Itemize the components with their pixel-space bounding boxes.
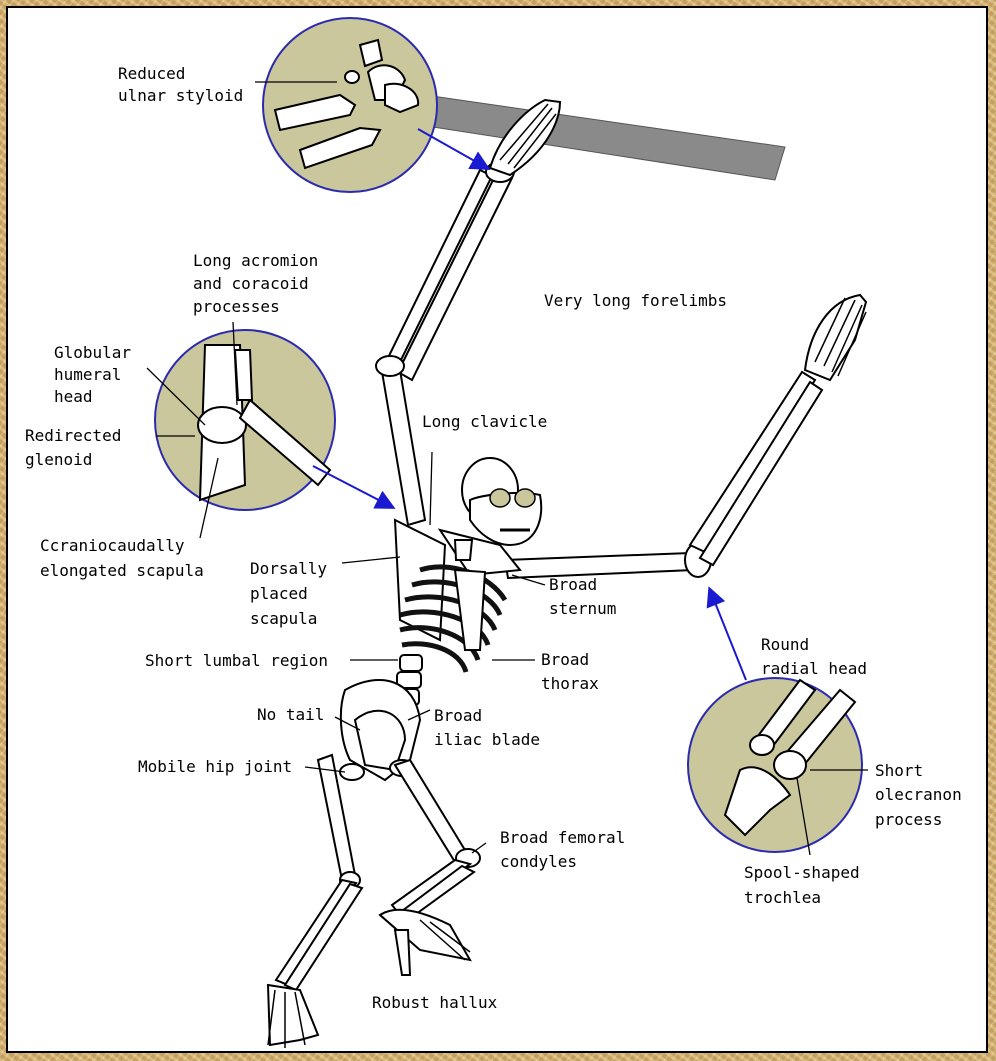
label-no-tail: No tail [257, 705, 324, 724]
label-globular-2: humeral [54, 365, 121, 384]
label-long-acromion-1: Long acromion [193, 251, 318, 270]
label-round-radial-2: radial head [761, 659, 867, 678]
label-dorsally-1: Dorsally [250, 559, 327, 578]
skull [462, 458, 541, 545]
label-reduced-ulnar-styloid-1: Reduced [118, 64, 185, 83]
label-short-olecranon-1: Short [875, 761, 923, 780]
label-broad-thorax-1: Broad [541, 650, 589, 669]
torso [390, 520, 520, 720]
branch [420, 95, 785, 180]
label-short-lumbal: Short lumbal region [145, 651, 328, 670]
wrist-inset [263, 18, 437, 192]
label-very-long-forelimbs: Very long forelimbs [544, 291, 727, 310]
label-broad-iliac-1: Broad [434, 706, 482, 725]
shoulder-inset [155, 330, 335, 510]
label-long-clavicle: Long clavicle [422, 412, 547, 431]
label-redirected-1: Redirected [25, 426, 121, 445]
label-broad-femoral-1: Broad femoral [500, 828, 625, 847]
label-spool-2: trochlea [744, 888, 821, 907]
label-broad-iliac-2: iliac blade [434, 730, 540, 749]
label-globular-1: Globular [54, 343, 131, 362]
raised-arm [505, 295, 866, 578]
label-spool-1: Spool-shaped [744, 863, 860, 882]
label-broad-femoral-2: condyles [500, 852, 577, 871]
label-dorsally-2: placed [250, 584, 308, 603]
label-craniocaudally-1: Ccraniocaudally [40, 536, 185, 555]
label-mobile-hip: Mobile hip joint [138, 757, 292, 776]
label-craniocaudally-2: elongated scapula [40, 561, 204, 580]
label-reduced-ulnar-styloid-2: ulnar styloid [118, 86, 243, 105]
label-broad-sternum-1: Broad [549, 575, 597, 594]
label-long-acromion-3: processes [193, 297, 280, 316]
label-short-olecranon-2: olecranon [875, 785, 962, 804]
label-broad-sternum-2: sternum [549, 599, 616, 618]
label-dorsally-3: scapula [250, 609, 317, 628]
label-broad-thorax-2: thorax [541, 674, 599, 693]
label-short-olecranon-3: process [875, 810, 942, 829]
label-robust-hallux: Robust hallux [372, 993, 498, 1012]
label-long-acromion-2: and coracoid [193, 274, 309, 293]
elbow-inset [688, 678, 862, 852]
label-redirected-2: glenoid [25, 450, 92, 469]
label-globular-3: head [54, 387, 93, 406]
label-round-radial-1: Round [761, 635, 809, 654]
